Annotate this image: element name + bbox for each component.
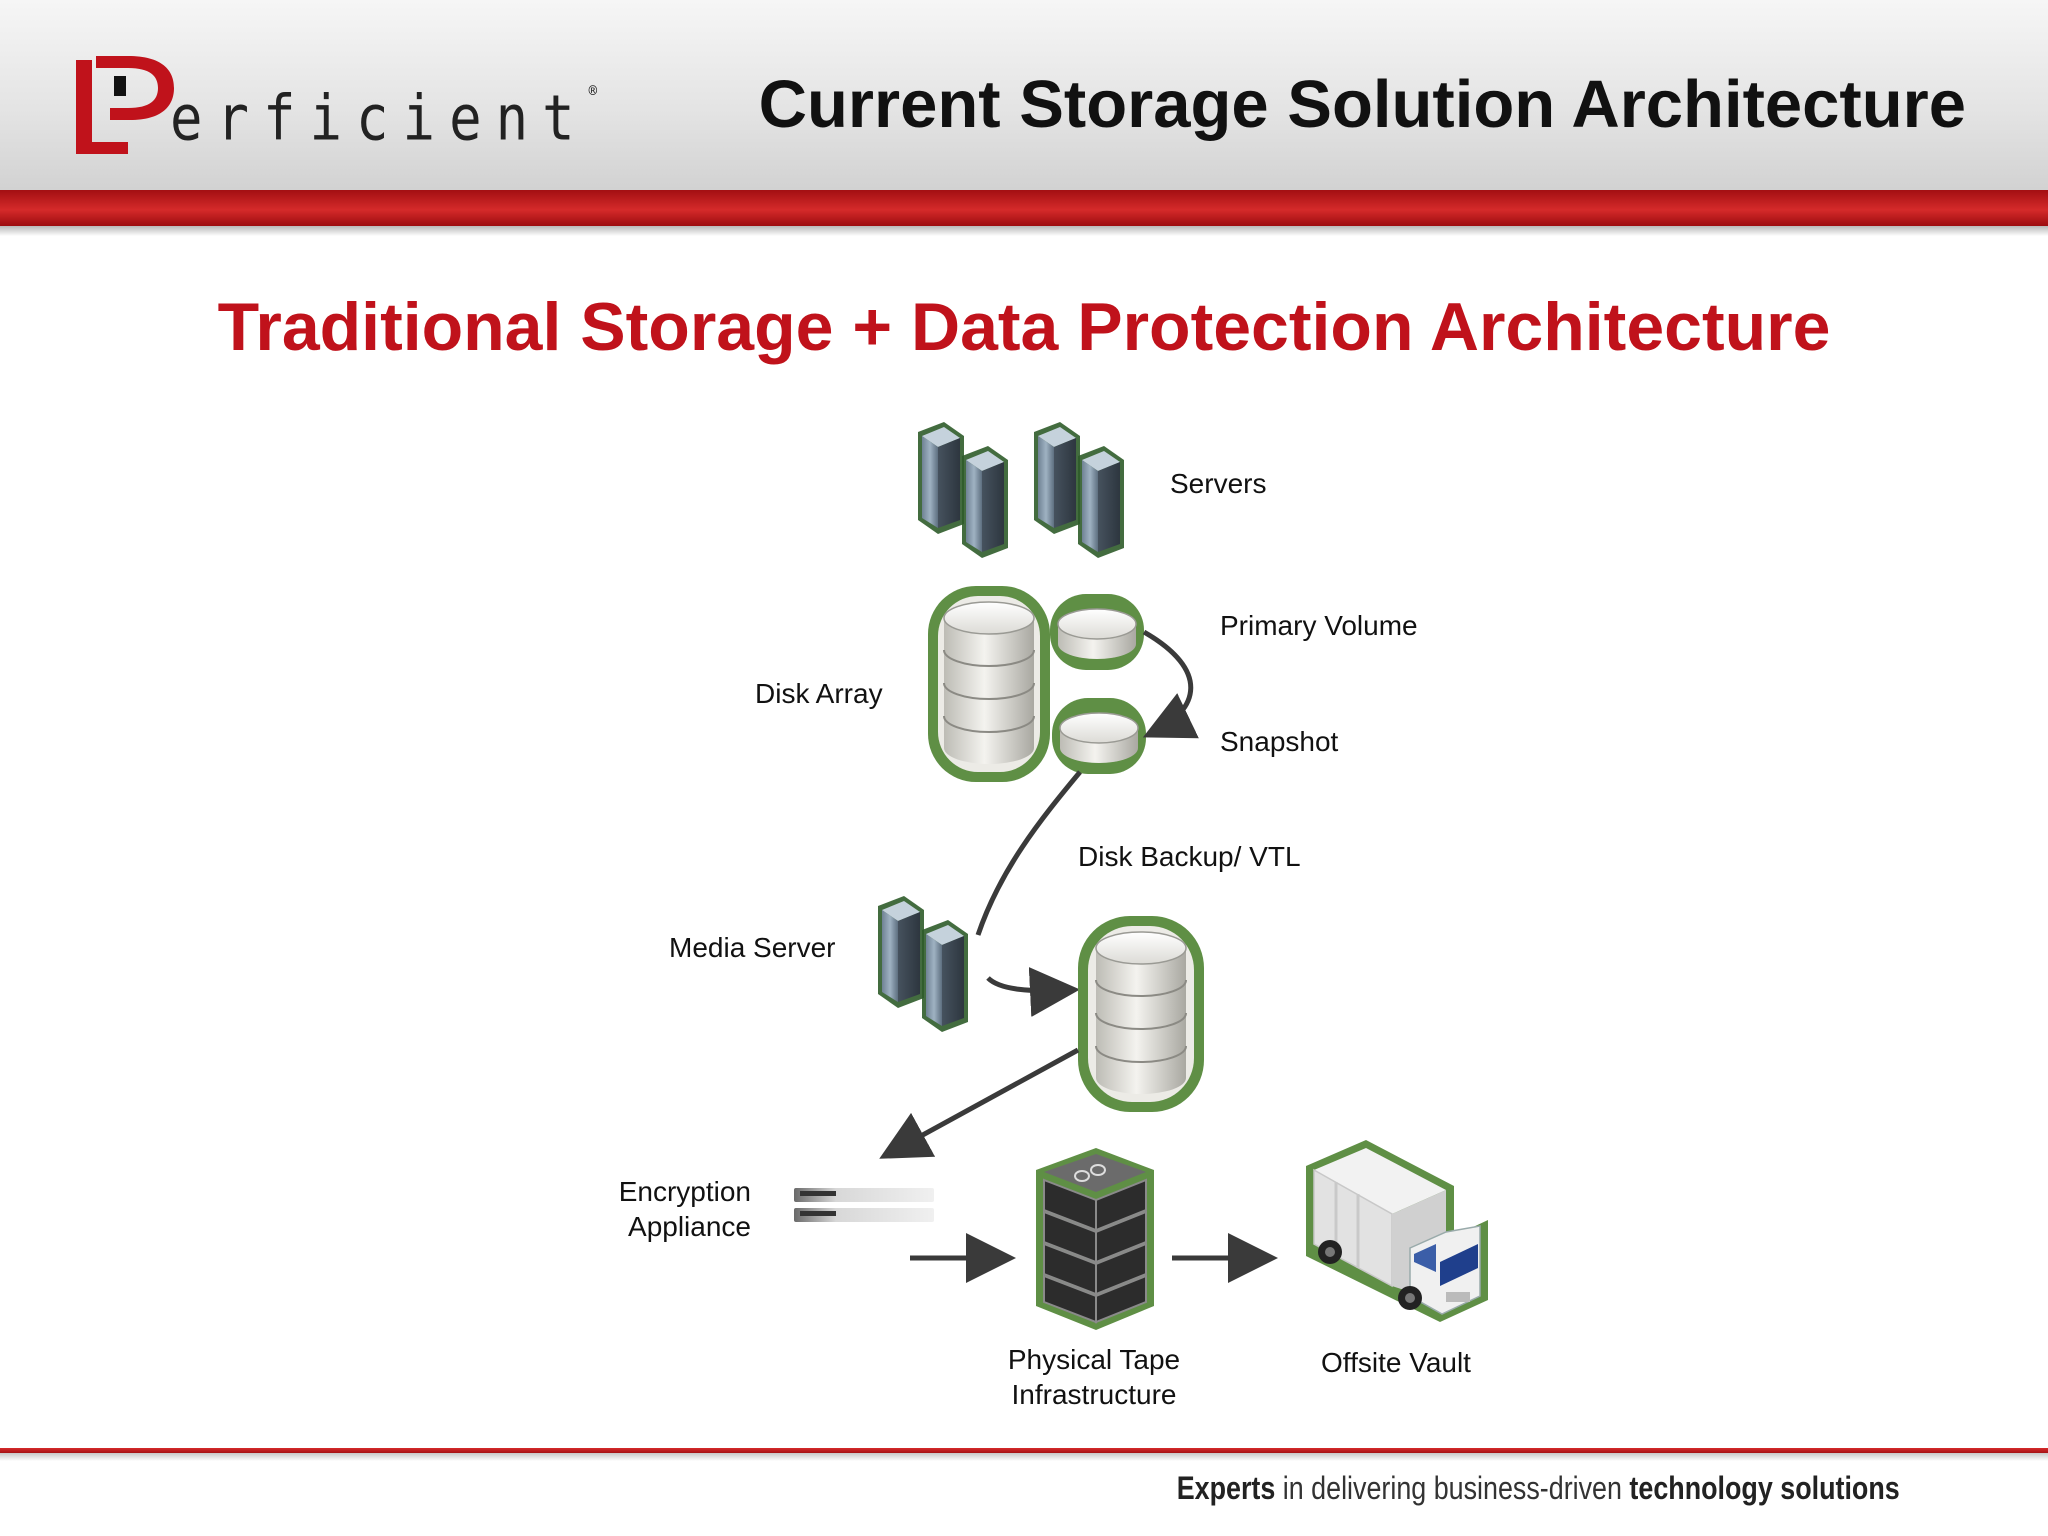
- footer-red-line: [0, 1448, 2048, 1453]
- header-band-shadow: [0, 226, 2048, 236]
- logo-trademark: ®: [588, 82, 598, 101]
- media-server-label: Media Server: [669, 932, 836, 963]
- slide-subtitle: Traditional Storage + Data Protection Ar…: [217, 289, 1831, 365]
- snapshot-to-media-line: [975, 770, 1082, 936]
- media-server-icon: [878, 896, 968, 1032]
- header-red-band: [0, 190, 2048, 226]
- tagline-part-3: technology solutions: [1629, 1470, 1900, 1506]
- tape-library-icon: [1036, 1148, 1154, 1330]
- encryption-label-line1: Encryption: [619, 1176, 751, 1207]
- primary-volume-icon: [1050, 594, 1144, 670]
- snapshot-label: Snapshot: [1220, 726, 1339, 757]
- disk-backup-vtl-icon: [1078, 916, 1204, 1112]
- vtl-to-encryption-arrow: [879, 1047, 1080, 1159]
- snapshot-arrow: [1142, 629, 1199, 739]
- slide-header: [0, 0, 2048, 190]
- footer-tagline: Experts in delivering business-driven te…: [1177, 1470, 1900, 1507]
- tape-label-line1: Physical Tape: [1008, 1344, 1180, 1375]
- disk-backup-label: Disk Backup/ VTL: [1078, 841, 1301, 872]
- snapshot-icon: [1052, 698, 1146, 774]
- servers-label: Servers: [1170, 468, 1266, 499]
- perficient-logo-mark: [76, 56, 174, 154]
- page-title: Current Storage Solution Architecture: [758, 67, 1966, 142]
- media-to-vtl-arrow: [986, 967, 1080, 1017]
- truck-icon: [1306, 1140, 1488, 1322]
- encryption-appliance-icon: [794, 1188, 934, 1222]
- encryption-label-line2: Appliance: [628, 1211, 751, 1242]
- primary-volume-label: Primary Volume: [1220, 610, 1418, 641]
- tagline-part-2: in delivering business-driven: [1275, 1470, 1630, 1506]
- offsite-vault-label: Offsite Vault: [1321, 1347, 1471, 1378]
- logo-wordmark: erficient®: [170, 82, 597, 154]
- disk-array-icon: [928, 586, 1050, 782]
- tagline-part-1: Experts: [1176, 1470, 1276, 1506]
- footer-line-shadow: [0, 1453, 2048, 1461]
- logo-text: erficient: [170, 82, 589, 155]
- servers-icon: [918, 422, 1124, 558]
- disk-array-label: Disk Array: [755, 678, 883, 709]
- tape-label-line2: Infrastructure: [1012, 1379, 1177, 1410]
